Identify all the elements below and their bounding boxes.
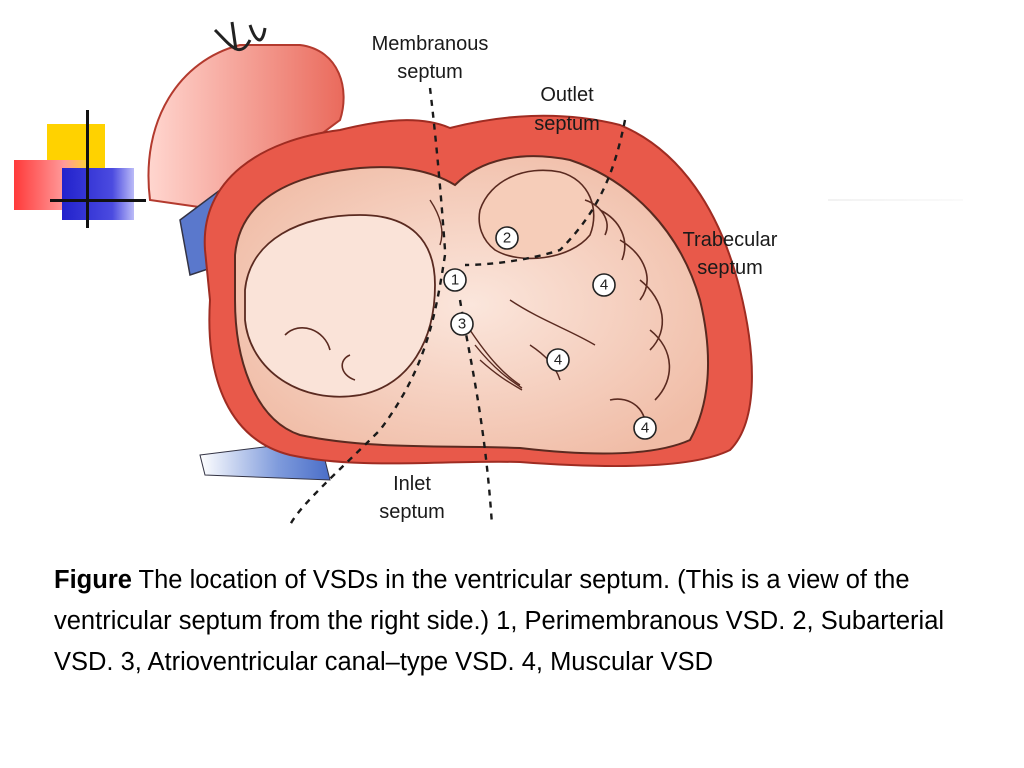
svg-text:3: 3 — [458, 316, 466, 333]
label-trabecular-1: Trabecular — [683, 229, 778, 251]
label-outlet-2: septum — [534, 113, 600, 135]
marker-4a: 4 — [592, 273, 616, 297]
caption-text: The location of VSDs in the ventricular … — [54, 566, 945, 676]
svg-text:4: 4 — [554, 352, 562, 369]
marker-1: 1 — [443, 268, 467, 292]
outlet-boundary — [464, 119, 627, 267]
svg-text:4: 4 — [641, 420, 649, 437]
inlet-boundary — [288, 254, 447, 526]
membranous-leader — [428, 87, 447, 251]
labels: Membranous septum Outlet septum Trabecul… — [372, 33, 778, 523]
svg-text:1: 1 — [451, 272, 459, 289]
svg-text:2: 2 — [503, 230, 511, 247]
label-membranous-2: septum — [397, 61, 463, 83]
figure-caption: Figure The location of VSDs in the ventr… — [54, 560, 1004, 683]
marker-4c: 4 — [633, 416, 657, 440]
vsd-markers: 1 2 3 4 4 4 — [443, 226, 657, 440]
decor-blue-square — [62, 168, 134, 220]
septal-midline — [458, 299, 494, 526]
decor-vertical-line — [86, 110, 89, 228]
label-inlet-2: septum — [379, 501, 445, 523]
label-membranous-1: Membranous — [372, 33, 489, 55]
trabeculations — [584, 199, 671, 436]
septum-boundaries — [288, 87, 627, 526]
marker-3: 3 — [450, 312, 474, 336]
marker-2: 2 — [495, 226, 519, 250]
caption-bold: Figure — [54, 566, 132, 594]
label-outlet-1: Outlet — [540, 84, 594, 106]
svg-text:4: 4 — [600, 277, 608, 294]
label-trabecular-2: septum — [697, 257, 763, 279]
marker-4b: 4 — [546, 348, 570, 372]
atrium-region — [244, 214, 436, 398]
decor-faint-line — [828, 199, 963, 201]
decor-horizontal-line — [50, 199, 146, 202]
label-inlet-1: Inlet — [393, 473, 431, 495]
heart-septum-diagram: Membranous septum Outlet septum Trabecul… — [147, 21, 778, 526]
